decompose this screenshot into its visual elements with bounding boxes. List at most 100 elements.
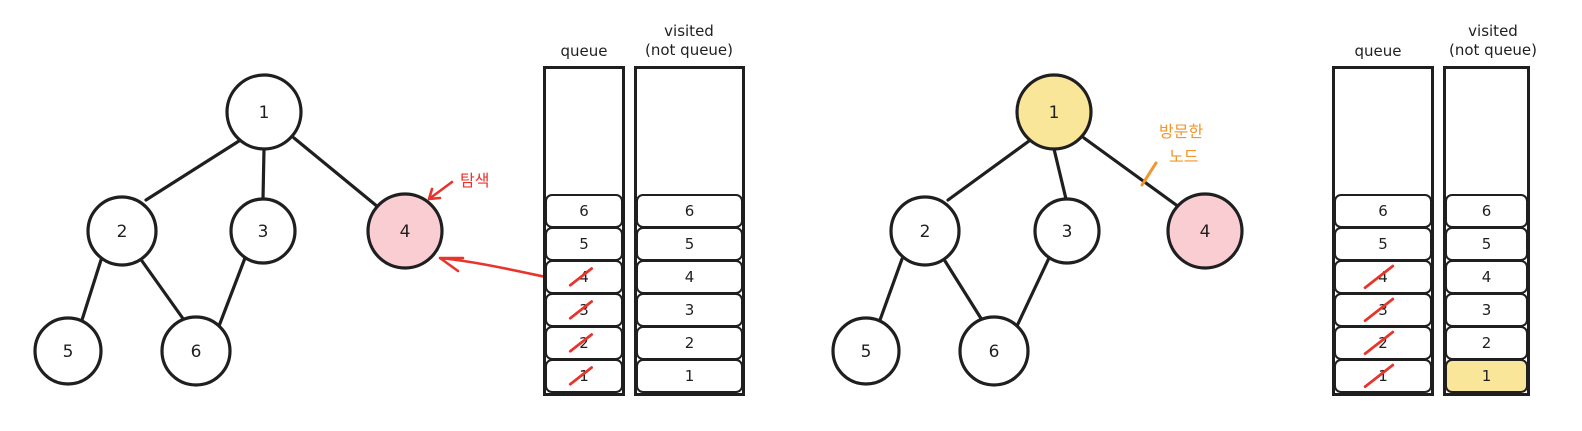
visited-cell[interactable]: 6 — [1445, 194, 1528, 228]
edge-cut-slash-icon — [1140, 161, 1158, 187]
queue-cell[interactable]: 5 — [545, 227, 623, 261]
visited-cell-value: 4 — [1481, 268, 1492, 286]
queue-cell[interactable]: 1 — [1334, 359, 1432, 393]
node-3-label: 3 — [1062, 222, 1073, 242]
node-4[interactable]: 4 — [1166, 192, 1244, 270]
visited-cell-highlighted[interactable]: 1 — [1445, 359, 1528, 393]
node-4-label: 4 — [1200, 222, 1211, 242]
visited-cell-value: 6 — [684, 202, 695, 220]
edge-1-4 — [292, 136, 380, 209]
node-1-label: 1 — [1049, 103, 1060, 123]
queue-column-title-left: queue — [560, 42, 608, 60]
visited-cell-value: 4 — [684, 268, 695, 286]
edge-2-6 — [943, 259, 984, 322]
visited-cells-left: 6 5 4 3 2 1 — [634, 66, 745, 396]
queue-cell-value: 4 — [1378, 268, 1388, 286]
node-3-label: 3 — [258, 222, 269, 242]
visited-cell-value: 5 — [684, 235, 695, 253]
visited-cell-value: 2 — [684, 334, 695, 352]
queue-cell-value: 4 — [579, 268, 589, 286]
node-1[interactable]: 1 — [1015, 73, 1093, 151]
queue-cell-value: 1 — [579, 367, 589, 385]
node-1[interactable]: 1 — [225, 73, 303, 151]
queue-cell-value: 5 — [579, 235, 589, 253]
node-5-label: 5 — [861, 342, 872, 362]
queue-cells-right: 6 5 4 3 2 1 — [1332, 66, 1434, 396]
visited-annotation-label-line2: 노드 — [1169, 147, 1198, 166]
edge-2-5 — [878, 257, 904, 322]
edge-1-4 — [1082, 136, 1181, 209]
visited-cell[interactable]: 4 — [636, 260, 743, 294]
node-6[interactable]: 6 — [958, 315, 1030, 387]
node-2[interactable]: 2 — [86, 195, 158, 267]
panel-before-visit: 1 2 3 4 5 6 — [0, 0, 790, 431]
edge-2-5 — [80, 258, 103, 322]
queue-cell-value: 2 — [1378, 334, 1388, 352]
queue-cell[interactable]: 4 — [1334, 260, 1432, 294]
queue-cell-value: 1 — [1378, 367, 1388, 385]
queue-cell[interactable]: 3 — [545, 293, 623, 327]
node-3[interactable]: 3 — [229, 197, 297, 265]
visited-cell[interactable]: 2 — [1445, 326, 1528, 360]
node-2-label: 2 — [117, 222, 128, 242]
node-6-label: 6 — [989, 342, 1000, 362]
queue-cell[interactable]: 2 — [545, 326, 623, 360]
visited-cell[interactable]: 5 — [1445, 227, 1528, 261]
edge-3-6 — [217, 256, 247, 328]
node-4-circle — [366, 192, 444, 270]
node-2[interactable]: 2 — [889, 195, 961, 267]
edge-1-3 — [1052, 147, 1068, 201]
node-6[interactable]: 6 — [160, 315, 232, 387]
queue-cell[interactable]: 6 — [1334, 194, 1432, 228]
node-4-circle — [1166, 192, 1244, 270]
node-6-circle — [958, 315, 1030, 387]
queue-cell[interactable]: 3 — [1334, 293, 1432, 327]
visited-cell[interactable]: 3 — [1445, 293, 1528, 327]
visited-cell[interactable]: 6 — [636, 194, 743, 228]
node-3-circle — [1033, 197, 1101, 265]
visited-cell[interactable]: 3 — [636, 293, 743, 327]
node-5[interactable]: 5 — [33, 316, 103, 386]
visited-cell[interactable]: 2 — [636, 326, 743, 360]
queue-cell[interactable]: 6 — [545, 194, 623, 228]
queue-cell-value: 5 — [1378, 235, 1388, 253]
visited-cell[interactable]: 4 — [1445, 260, 1528, 294]
edge-2-6 — [140, 259, 186, 322]
panel-after-visit: 1 2 3 4 5 6 — [790, 0, 1582, 431]
node-5[interactable]: 5 — [831, 316, 901, 386]
visited-node-annotation: 방문한 노드 — [1140, 122, 1203, 187]
queue-cell-value: 6 — [1378, 202, 1388, 220]
visited-cell-value: 6 — [1481, 202, 1492, 220]
tree-graph-right: 1 2 3 4 5 6 — [831, 73, 1244, 387]
search-arrow-icon — [427, 180, 454, 201]
node-6-label: 6 — [191, 342, 202, 362]
node-5-label: 5 — [63, 342, 74, 362]
node-2-circle — [86, 195, 158, 267]
visited-cell-value: 3 — [684, 301, 695, 319]
edge-1-2 — [144, 139, 241, 202]
visited-cell-value: 1 — [684, 367, 695, 385]
queue-cell[interactable]: 4 — [545, 260, 623, 294]
queue-column-title-right: queue — [1354, 42, 1402, 60]
edge-1-3 — [261, 147, 266, 201]
visited-cell-value: 5 — [1481, 235, 1492, 253]
queue-cell[interactable]: 5 — [1334, 227, 1432, 261]
queue-cell[interactable]: 1 — [545, 359, 623, 393]
node-3[interactable]: 3 — [1033, 197, 1101, 265]
queue-cell-value: 2 — [579, 334, 589, 352]
visited-cells-right: 6 5 4 3 2 1 — [1443, 66, 1530, 396]
node-4[interactable]: 4 — [366, 192, 444, 270]
queue-cell[interactable]: 2 — [1334, 326, 1432, 360]
search-annotation: 탐색 — [427, 171, 489, 201]
visited-cell-value: 2 — [1481, 334, 1492, 352]
edge-3-6 — [1015, 256, 1051, 328]
visited-cell[interactable]: 5 — [636, 227, 743, 261]
visited-column-title-left: visited (not queue) — [644, 22, 734, 59]
visited-cell-value: 3 — [1481, 301, 1492, 319]
visited-cell[interactable]: 1 — [636, 359, 743, 393]
node-1-circle — [225, 73, 303, 151]
visited-annotation-label-line1: 방문한 — [1159, 122, 1203, 141]
node-2-circle — [889, 195, 961, 267]
edge-group-left — [80, 136, 380, 328]
